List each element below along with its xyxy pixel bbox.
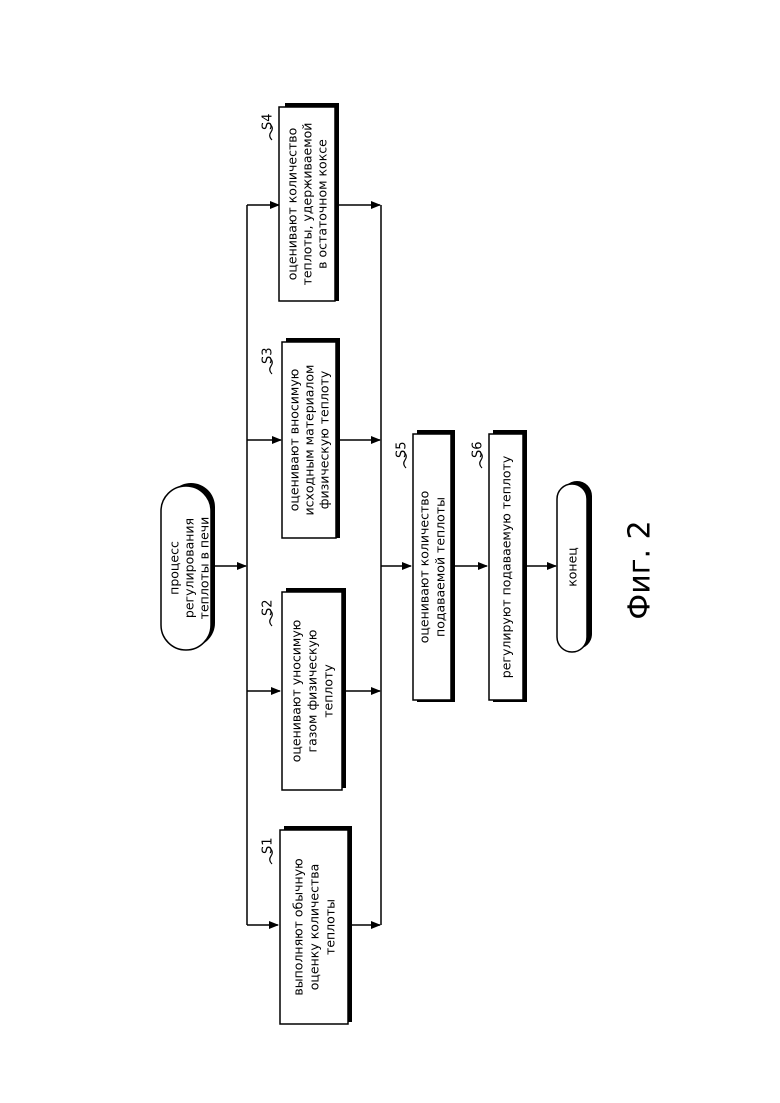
step-s3-text: оценивают вносимую исходным материалом ф… — [287, 365, 332, 516]
step-s3: оценивают вносимую исходным материалом ф… — [261, 338, 341, 538]
step-s4-line-1: оценивают количество — [285, 128, 300, 281]
step-s2-line-3: теплоту — [321, 664, 336, 718]
step-s3-line-3: физическую теплоту — [317, 370, 332, 509]
step-s5-line-2: подаваемой теплоты — [433, 497, 448, 637]
step-s2-id: S2 — [261, 599, 276, 616]
step-s1-line-2: оценку количества — [307, 864, 322, 991]
step-s2-line-1: оценивают уносимую — [289, 620, 304, 763]
start-line-3: теплоты в печи — [197, 517, 212, 620]
step-s1-line-3: теплоты — [323, 899, 338, 955]
figure-caption: Фиг. 2 — [623, 520, 658, 619]
start-line-2: регулирования — [182, 518, 197, 618]
step-s5-line-1: оценивают количество — [417, 491, 432, 644]
start-line-1: процесс — [167, 541, 182, 595]
step-s4-id: S4 — [261, 113, 276, 130]
step-s5-text: оценивают количество подаваемой теплоты — [417, 491, 448, 644]
end-line-1: конец — [565, 547, 580, 587]
step-s3-line-2: исходным материалом — [302, 365, 317, 516]
step-s1-id: S1 — [261, 837, 276, 854]
step-s4-line-3: в остаточном коксе — [315, 139, 330, 269]
step-s6-text: регулируют подаваемую теплоту — [499, 455, 514, 678]
step-s2: оценивают уносимую газом физическую тепл… — [261, 588, 347, 790]
step-s4: оценивают количество теплоты, удерживаем… — [261, 103, 340, 301]
step-s3-line-1: оценивают вносимую — [287, 369, 302, 511]
step-s4-text: оценивают количество теплоты, удерживаем… — [285, 123, 330, 286]
start-terminal: процесс регулирования теплоты в печи — [161, 483, 215, 650]
step-s6-id: S6 — [471, 441, 486, 458]
step-s1-line-1: выполняют обычную — [291, 858, 306, 995]
step-s6-line-1: регулируют подаваемую теплоту — [499, 455, 514, 678]
end-terminal: конец — [557, 481, 592, 652]
end-terminal-text: конец — [565, 547, 580, 587]
step-s5-id: S5 — [395, 441, 410, 458]
step-s4-line-2: теплоты, удерживаемой — [300, 123, 315, 286]
step-s3-id: S3 — [261, 347, 276, 364]
step-s2-line-2: газом физическую — [305, 630, 320, 753]
